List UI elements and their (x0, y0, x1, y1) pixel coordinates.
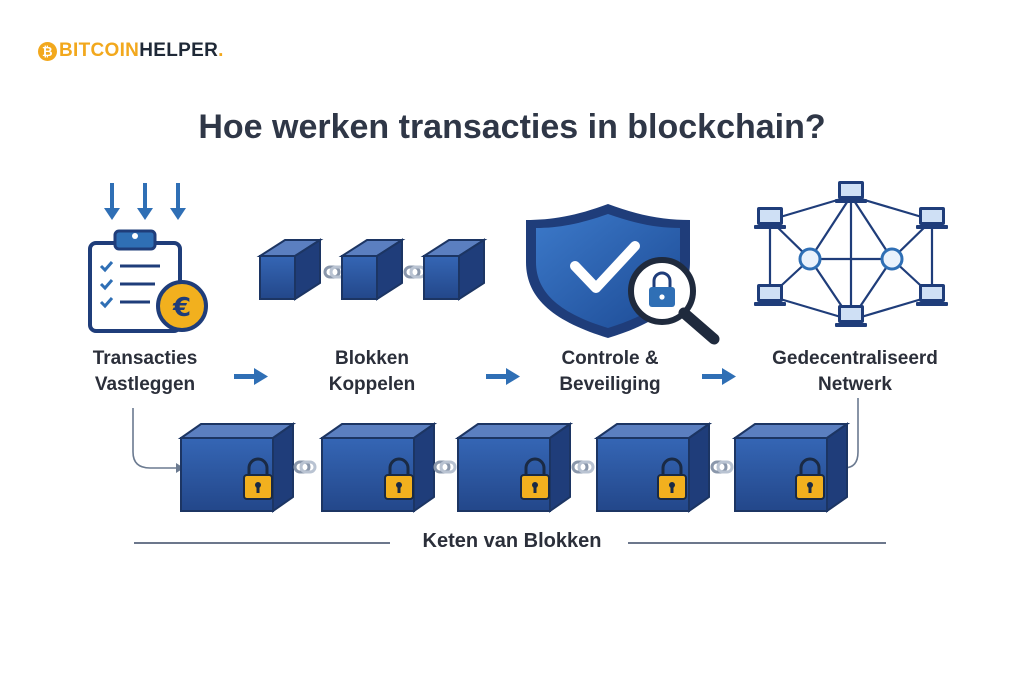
logo-text-helper: HELPER (139, 40, 219, 61)
logo-dot: . (218, 40, 224, 61)
step-label-netwerk: Gedecentraliseerd Netwerk (772, 348, 938, 395)
bitcoin-coin-icon: ₿ (38, 41, 57, 61)
linked-blocks-icon (256, 238, 488, 301)
chain-block-5 (731, 422, 851, 513)
shield-check-magnifier-icon (526, 204, 720, 345)
step-label-transacties: Transacties Vastleggen (92, 348, 198, 395)
flow-arrows (234, 368, 736, 385)
clipboard-euro-icon: € (88, 183, 208, 333)
logo-text-bitcoin: BITCOIN (59, 40, 140, 61)
step-label-blokken: Blokken Koppelen (328, 348, 416, 395)
chain-block-3 (454, 422, 574, 513)
block-chain (177, 422, 851, 513)
network-computers-icon (754, 181, 948, 327)
bitcoinhelper-logo: ₿ BITCOIN HELPER . (38, 40, 224, 62)
svg-text:€: € (172, 293, 191, 323)
page-title: Hoe werken transacties in blockchain? (198, 108, 826, 146)
chain-label: Keten van Blokken (422, 530, 602, 552)
chain-block-1 (177, 422, 297, 513)
chain-block-4 (593, 422, 713, 513)
step-label-controle: Controle & Beveiliging (559, 348, 661, 395)
chain-block-2 (318, 422, 438, 513)
